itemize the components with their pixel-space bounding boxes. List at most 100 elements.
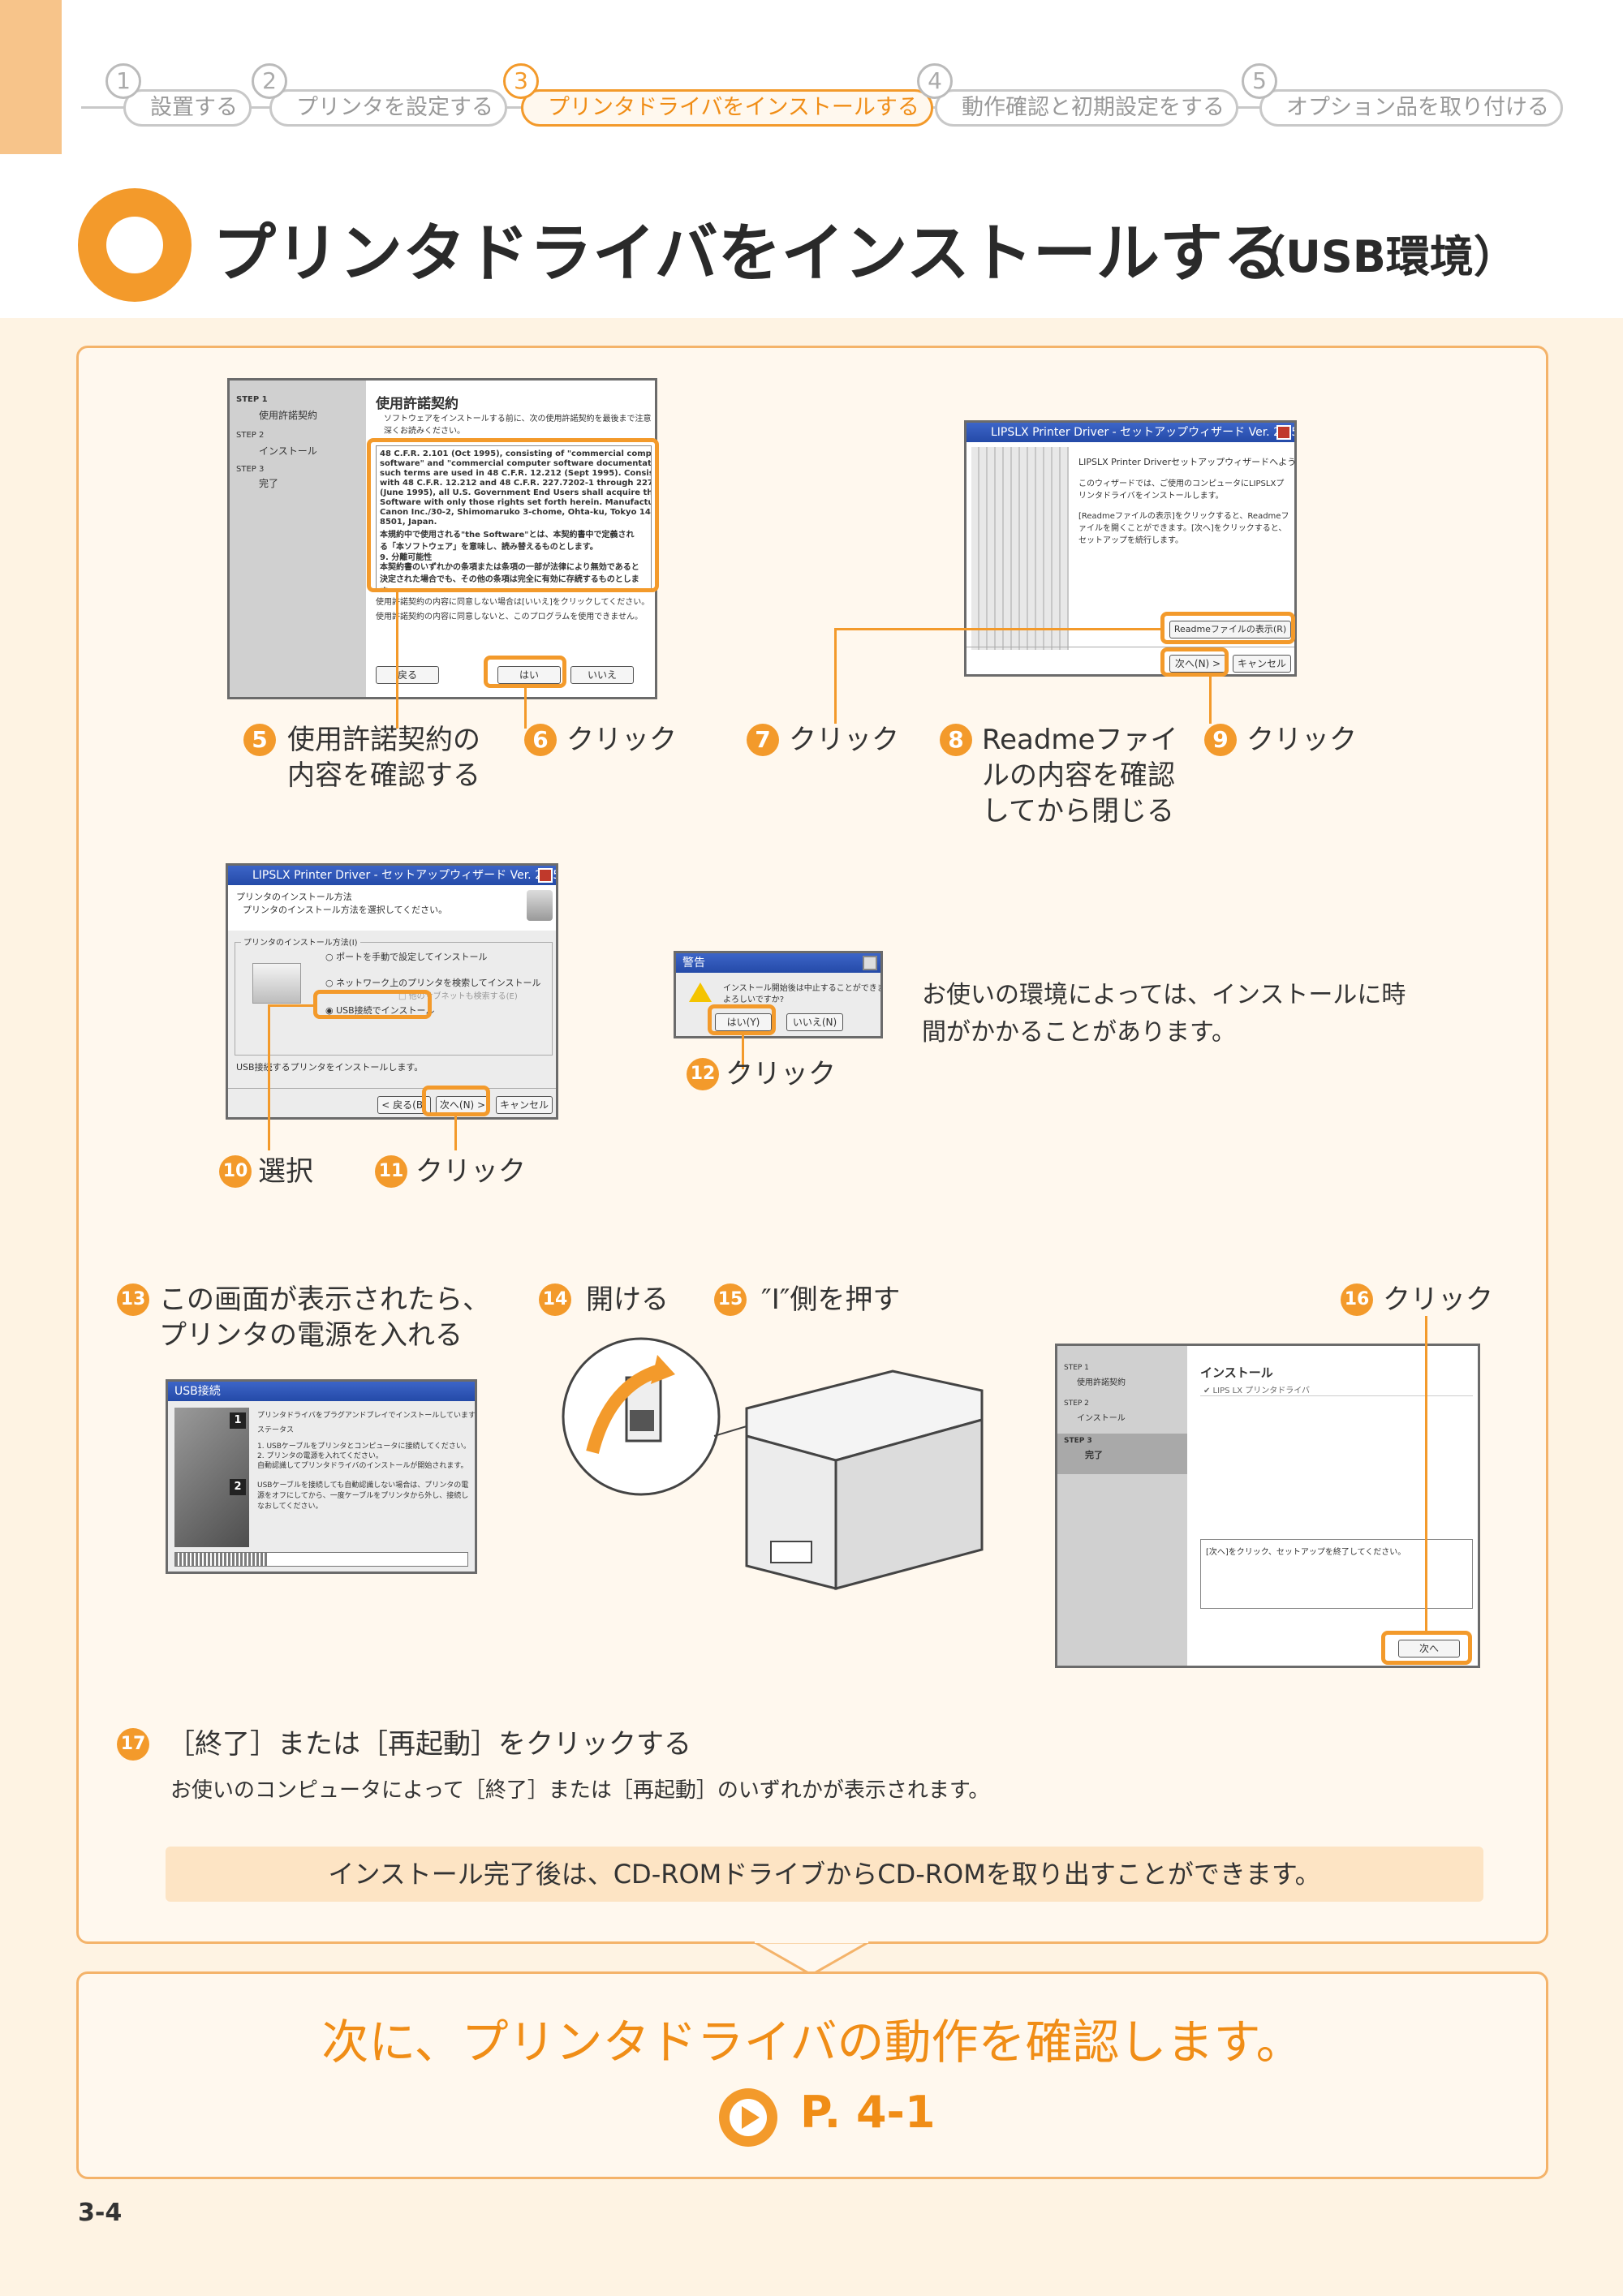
step-4-number: 4: [917, 63, 953, 99]
power-switch: [630, 1410, 654, 1431]
arrow-right-circle-icon[interactable]: [719, 2088, 777, 2147]
callout-5-leader: [396, 592, 398, 729]
down-arrow-icon: [755, 1941, 868, 1976]
method-option-port[interactable]: ○ ポートを手動で設定してインストール: [325, 952, 488, 962]
license-text-highlight: [367, 438, 659, 592]
license-step2: STEP 2: [236, 431, 265, 440]
usb-line-6: USBケーブルを接続しても自動認識しない場合は、プリンタの電源をオフにしてから、…: [257, 1481, 469, 1511]
license-footer-1: 使用許諾契約の内容に同意しない場合は[いいえ]をクリックしてください。: [376, 598, 650, 607]
license-line: software" and "commercial computer softw…: [380, 459, 652, 468]
install-message: [次へ]をクリック、セットアップを終了してください。: [1206, 1548, 1406, 1557]
step-2: プリンタを設定する 2: [252, 63, 576, 127]
welcome-line-1: LIPSLX Printer Driverセットアップウィザードへようこそ: [1078, 457, 1297, 467]
callout-13-badge: 13: [117, 1283, 149, 1316]
method-option-network[interactable]: ○ ネットワーク上のプリンタを検索してインストール: [325, 978, 541, 988]
usb-line-5: 自動認識してプリンタドライバのインストールが開始されます。: [257, 1462, 468, 1470]
warning-titlebar: 警告: [676, 953, 880, 973]
callout-5-text: 使用許諾契約の内容を確認する: [287, 724, 480, 792]
wizard-banner-image: [971, 447, 1069, 650]
license-back-button[interactable]: 戻る: [376, 666, 439, 684]
callout-9-leader: [1209, 677, 1212, 724]
license-line: 48 C.F.R. 2.101 (Oct 1995), consisting o…: [380, 449, 652, 458]
method-next-highlight: [422, 1086, 490, 1116]
step-3: プリンタドライバをインストールする 3: [503, 63, 958, 127]
install-sidebar-active: [1057, 1434, 1187, 1474]
license-line: Canon Inc./30-2, Shimomaruko 3-chome, Oh…: [380, 508, 652, 517]
step-1: 設置する 1: [105, 63, 292, 127]
license-footer-2: 使用許諾契約の内容に同意しないと、このプログラムを使用できません。: [376, 613, 643, 621]
step-2-label: プリンタを設定する: [269, 89, 507, 127]
welcome-screenshot: LIPSLX Printer Driver - セットアップウィザード Ver.…: [964, 420, 1297, 677]
callout-13-text: この画面が表示されたら、プリンタの電源を入れる: [159, 1283, 490, 1352]
page-reference-link[interactable]: P. 4-1: [800, 2087, 936, 2138]
printer-illustration: [562, 1337, 984, 1590]
callout-17-badge: 17: [117, 1728, 149, 1761]
install-next-button[interactable]: 次へ: [1398, 1640, 1460, 1658]
usb-screenshot: USB接続 1 2 プリンタドライバをプラグアンドプレイでインストールしています…: [166, 1379, 477, 1574]
method-group: [235, 942, 553, 1056]
usb-option-highlight: [313, 990, 432, 1019]
install-message-box: [次へ]をクリック、セットアップを終了してください。: [1200, 1539, 1473, 1609]
step-5-number: 5: [1242, 63, 1277, 99]
close-icon[interactable]: [1276, 425, 1291, 440]
license-line: 本規約中で使用される"the Software"とは、本契約書中で定義される「本…: [380, 531, 635, 552]
next-step-text: 次に、プリンタドライバの動作を確認します。: [321, 2014, 1303, 2070]
method-cancel-button[interactable]: キャンセル: [496, 1096, 553, 1114]
warning-yes-highlight: [708, 1004, 776, 1035]
license-sidebar: [230, 381, 366, 697]
license-line: 8501, Japan.: [380, 518, 437, 527]
open-arrow-icon: [586, 1365, 660, 1454]
usb-step-number-1: 1: [230, 1412, 246, 1429]
next-step-box: [76, 1971, 1548, 2179]
step-3-number: 3: [503, 63, 539, 99]
callout-15-text: ″I″側を押す: [761, 1283, 901, 1316]
page-number: 3-4: [78, 2199, 123, 2227]
install-item: ✔ LIPS LX プリンタドライバ: [1203, 1387, 1311, 1395]
license-no-button[interactable]: いいえ: [570, 666, 634, 684]
license-yes-button[interactable]: はい: [497, 666, 561, 684]
install-step1-label: 使用許諾契約: [1077, 1378, 1126, 1387]
callout-6-leader: [524, 688, 527, 729]
license-text-area[interactable]: 48 C.F.R. 2.101 (Oct 1995), consisting o…: [376, 445, 652, 590]
callout-6-text: クリック: [566, 724, 677, 756]
close-icon[interactable]: [538, 868, 553, 883]
method-option-usb[interactable]: ◉ USB接続でインストール: [325, 1005, 435, 1016]
step-3-label: プリンタドライバをインストールする: [521, 89, 933, 127]
license-step3-label: 完了: [259, 478, 279, 489]
license-line: (June 1995), all U.S. Government End Use…: [380, 488, 652, 497]
warning-yes-button[interactable]: はい(Y): [715, 1013, 772, 1031]
welcome-titlebar: LIPSLX Printer Driver - セットアップウィザード Ver.…: [966, 423, 1294, 442]
method-option-subnet[interactable]: □ 他のサブネットも検索する(E): [398, 992, 518, 1001]
callout-7-leader-h: [834, 628, 1160, 630]
callout-5-badge: 5: [243, 724, 276, 756]
method-heading: プリンタのインストール方法: [236, 892, 352, 902]
welcome-next-button[interactable]: 次へ(N) >: [1169, 655, 1226, 673]
welcome-cancel-button[interactable]: キャンセル: [1233, 655, 1291, 673]
install-item-row: ✔ LIPS LX プリンタドライバ: [1200, 1382, 1473, 1396]
welcome-next-highlight: [1160, 647, 1229, 677]
divider: [228, 1088, 556, 1089]
install-screenshot: STEP 1 使用許諾契約 STEP 2 インストール STEP 3 完了 イン…: [1055, 1344, 1480, 1668]
callout-14-text: 開ける: [586, 1283, 669, 1316]
printer-side: [834, 1418, 984, 1590]
license-step1: STEP 1: [236, 395, 268, 404]
usb-line-4: 2. プリンタの電源を入れてください。: [257, 1452, 383, 1460]
step-5-label: オプション品を取り付ける: [1259, 89, 1563, 127]
readme-button[interactable]: Readmeファイルの表示(R): [1169, 621, 1291, 638]
method-desc: USB接続するプリンタをインストールします。: [236, 1062, 424, 1073]
step-17-note: お使いのコンピュータによって［終了］または［再起動］のいずれかが表示されます。: [170, 1778, 990, 1803]
step-1-label: 設置する: [123, 89, 252, 127]
method-back-button[interactable]: < 戻る(B): [377, 1096, 431, 1114]
warning-no-button[interactable]: いいえ(N): [786, 1013, 843, 1031]
close-icon[interactable]: [863, 956, 877, 970]
usb-cable-illustration: [174, 1408, 249, 1547]
printer-front: [745, 1434, 837, 1590]
readme-highlight: [1160, 612, 1295, 644]
method-titlebar: LIPSLX Printer Driver - セットアップウィザード Ver.…: [228, 866, 556, 885]
warning-screenshot: 警告 インストール開始後は中止することができません。 よろしいですか? はい(Y…: [674, 951, 883, 1038]
license-line: 9. 分離可能性: [380, 553, 433, 562]
callout-16-text: クリック: [1383, 1283, 1493, 1316]
callout-10-leader: [268, 1004, 270, 1150]
callout-6-badge: 6: [524, 724, 557, 756]
welcome-line-2: このウィザードでは、ご使用のコンピュータにLIPSLXプリンタドライバをインスト…: [1078, 479, 1285, 501]
